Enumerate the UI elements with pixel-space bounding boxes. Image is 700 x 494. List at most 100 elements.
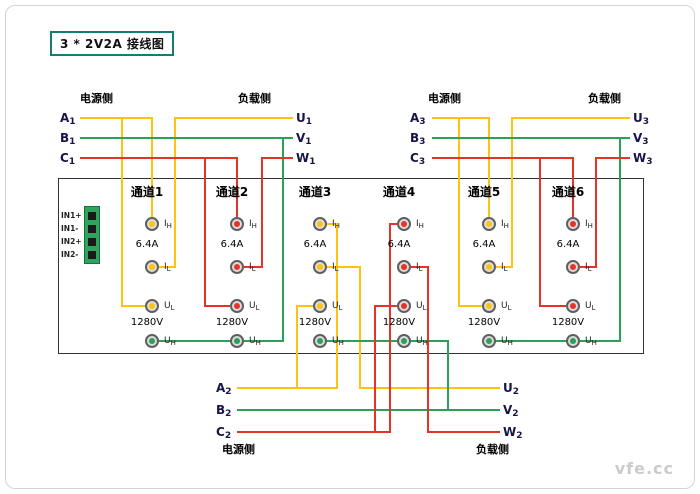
terminal-label-ih: IH (501, 219, 509, 230)
in2-plus-label: IN2+ (61, 237, 82, 246)
label-w3: W3 (633, 151, 653, 167)
label-a2: A2 (216, 381, 232, 397)
terminal-ih (313, 217, 327, 231)
terminal-ul (482, 299, 496, 313)
channel-name: 通道1 (130, 185, 164, 199)
terminal-label-uh: UH (585, 336, 597, 347)
label-v2: V2 (503, 403, 519, 419)
terminal-dot (234, 303, 240, 309)
connector-pin-hole (88, 225, 96, 233)
current-rating: 6.4A (556, 239, 580, 250)
terminal-label-uh: UH (164, 336, 176, 347)
terminal-dot (234, 264, 240, 270)
terminal-dot (234, 338, 240, 344)
label-c1: C1 (60, 151, 76, 167)
terminal-il (145, 260, 159, 274)
terminal-ul (230, 299, 244, 313)
terminal-dot (401, 338, 407, 344)
terminal-label-ul: UL (416, 301, 427, 312)
terminal-il (230, 260, 244, 274)
diagram-title: 3 * 2V2A 接线图 (50, 31, 175, 56)
terminal-label-il: IL (332, 262, 339, 273)
in1-plus-label: IN1+ (61, 211, 82, 220)
terminal-dot (149, 303, 155, 309)
terminal-label-uh: UH (501, 336, 513, 347)
channel-name: 通道3 (298, 185, 332, 199)
terminal-dot (486, 264, 492, 270)
terminal-label-il: IL (501, 262, 508, 273)
terminal-dot (234, 221, 240, 227)
terminal-dot (317, 221, 323, 227)
load-side-label-1: 负载侧 (238, 92, 271, 105)
terminal-label-il: IL (249, 262, 256, 273)
channel-name: 通道4 (382, 185, 416, 199)
terminal-dot (317, 264, 323, 270)
connector-pin-hole (88, 251, 96, 259)
terminal-dot (317, 303, 323, 309)
terminal-dot (570, 264, 576, 270)
channel-6: 通道6 IH 6.4A IL UL 1280V UH (530, 178, 616, 352)
terminal-ih (230, 217, 244, 231)
terminal-label-ih: IH (332, 219, 340, 230)
voltage-rating: 1280V (551, 317, 585, 328)
voltage-rating: 1280V (382, 317, 416, 328)
terminal-uh (230, 334, 244, 348)
channel-name: 通道6 (551, 185, 585, 199)
terminal-dot (317, 338, 323, 344)
terminal-dot (401, 221, 407, 227)
terminal-dot (486, 338, 492, 344)
terminal-label-uh: UH (332, 336, 344, 347)
channel-3: 通道3 IH 6.4A IL UL 1280V UH (277, 178, 363, 352)
terminal-label-il: IL (585, 262, 592, 273)
connector-pin-hole (88, 212, 96, 220)
label-a3: A3 (410, 111, 426, 127)
label-w1: W1 (296, 151, 316, 167)
label-c2: C2 (216, 425, 232, 441)
label-v1: V1 (296, 131, 312, 147)
in2-minus-label: IN2- (61, 250, 79, 259)
channel-4: 通道4 IH 6.4A IL UL 1280V UH (361, 178, 447, 352)
voltage-rating: 1280V (130, 317, 164, 328)
terminal-label-ih: IH (249, 219, 257, 230)
in1-minus-label: IN1- (61, 224, 79, 233)
terminal-uh (566, 334, 580, 348)
terminal-label-ul: UL (164, 301, 175, 312)
label-a1: A1 (60, 111, 76, 127)
terminal-uh (482, 334, 496, 348)
terminal-uh (145, 334, 159, 348)
channel-name: 通道5 (467, 185, 501, 199)
current-rating: 6.4A (135, 239, 159, 250)
terminal-label-il: IL (164, 262, 171, 273)
terminal-uh (397, 334, 411, 348)
label-u2: U2 (503, 381, 520, 397)
channel-name: 通道2 (215, 185, 249, 199)
input-terminal-labels: IN1+ IN1- IN2+ IN2- (61, 209, 82, 261)
terminal-label-uh: UH (416, 336, 428, 347)
terminal-il (482, 260, 496, 274)
terminal-label-ul: UL (585, 301, 596, 312)
terminal-label-il: IL (416, 262, 423, 273)
terminal-il (566, 260, 580, 274)
label-w2: W2 (503, 425, 523, 441)
source-side-label-2: 电源侧 (222, 443, 255, 456)
channel-5: 通道5 IH 6.4A IL UL 1280V UH (446, 178, 532, 352)
terminal-ih (566, 217, 580, 231)
terminal-dot (486, 221, 492, 227)
terminal-dot (401, 303, 407, 309)
load-side-label-2: 负载侧 (476, 443, 509, 456)
terminal-dot (486, 303, 492, 309)
terminal-ul (566, 299, 580, 313)
label-u1: U1 (296, 111, 313, 127)
terminal-label-ih: IH (416, 219, 424, 230)
terminal-dot (570, 338, 576, 344)
voltage-rating: 1280V (467, 317, 501, 328)
terminal-label-ih: IH (585, 219, 593, 230)
label-v3: V3 (633, 131, 649, 147)
source-side-label-3: 电源侧 (428, 92, 461, 105)
load-side-label-3: 负载侧 (588, 92, 621, 105)
terminal-dot (149, 264, 155, 270)
current-rating: 6.4A (472, 239, 496, 250)
terminal-uh (313, 334, 327, 348)
terminal-label-ul: UL (249, 301, 260, 312)
